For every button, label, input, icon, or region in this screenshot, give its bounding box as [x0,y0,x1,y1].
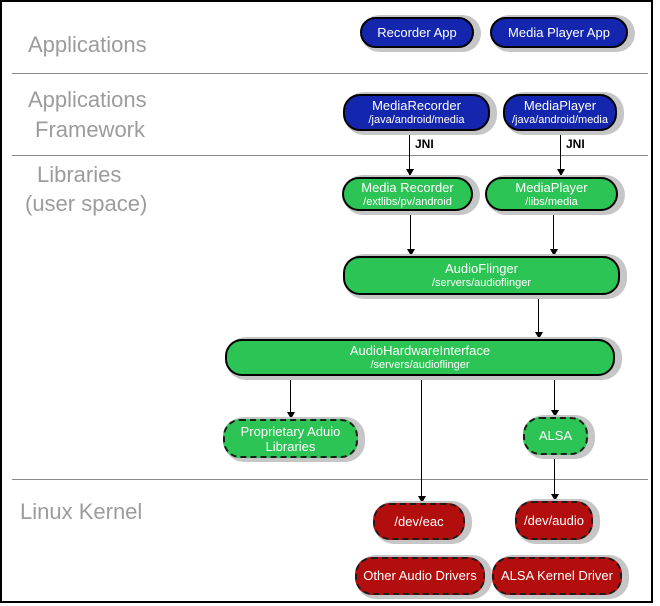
row-label-libraries-line1: Libraries [37,162,122,187]
node-path: /java/android/media [511,114,608,126]
node-alsa-kernel-driver: ALSA Kernel Driver [492,557,622,595]
arrow-mediarecorder-jni [406,131,414,176]
node-recorder-app: Recorder App [360,17,474,48]
jni-label-left: JNI [415,137,434,151]
node-title: /dev/eac [394,513,444,529]
node-title-line2: Libraries [265,438,316,454]
node-mediarecorder-framework: MediaRecorder /java/android/media [343,94,490,131]
node-title: AudioFlinger [445,261,518,276]
arrow-ahi-to-dev-eac [418,376,426,503]
node-path: /extlibs/pv/android [363,195,452,208]
node-title: MediaRecorder [372,98,461,113]
node-alsa: ALSA [523,417,588,455]
arrow-audioflinger-to-ahi [535,295,543,339]
node-title: Media Recorder [361,179,454,195]
node-title: Media Player App [508,24,610,40]
node-title: Recorder App [377,24,457,40]
row-label-libraries-line2: (user space) [25,191,148,216]
divider-framework [12,155,648,156]
node-title: ALSA [538,428,573,443]
jni-label-right: JNI [566,137,585,151]
arrow-mediarecorder-to-audioflinger [407,211,415,256]
row-label-framework-line2: Framework [35,117,146,142]
node-path: /java/android/media [368,114,465,126]
node-title: AudioHardwareInterface [349,343,491,358]
node-path: /libs/media [525,195,578,208]
node-title: Proprietary Aduio [240,423,341,439]
node-audio-hardware-interface: AudioHardwareInterface /servers/audiofli… [225,339,615,376]
node-media-player-app: Media Player App [490,17,628,48]
node-mediaplayer-framework: MediaPlayer /java/android/media [503,94,617,131]
node-title: ALSA Kernel Driver [501,568,613,583]
node-proprietary-audio-libraries: Proprietary Aduio Libraries [223,419,358,458]
node-title: Other Audio Drivers [363,568,477,583]
node-title: MediaPlayer [523,98,597,113]
arrow-ahi-to-alsa [551,376,559,417]
node-other-audio-drivers: Other Audio Drivers [355,557,485,595]
node-title: /dev/audio [524,512,584,528]
node-path: /servers/audioflinger [370,359,470,371]
row-label-applications: Applications [28,32,147,57]
arrow-mediaplayer-to-audioflinger [550,211,558,256]
row-label-framework-line1: Applications [28,87,147,112]
divider-kernel [12,479,648,480]
node-mediaplayer-library: MediaPlayer /libs/media [485,177,618,211]
node-title: MediaPlayer [515,179,588,195]
arrow-mediaplayer-jni [557,131,565,176]
arrow-ahi-to-proprietary [287,376,295,419]
node-path: /servers/audioflinger [431,277,532,289]
arrow-alsa-to-dev-audio [551,455,559,501]
node-media-recorder-library: Media Recorder /extlibs/pv/android [342,177,473,211]
node-dev-eac: /dev/eac [373,503,465,540]
node-dev-audio: /dev/audio [515,501,593,540]
divider-applications [12,73,648,74]
row-label-linux-kernel: Linux Kernel [20,499,143,524]
node-audioflinger: AudioFlinger /servers/audioflinger [343,256,620,295]
